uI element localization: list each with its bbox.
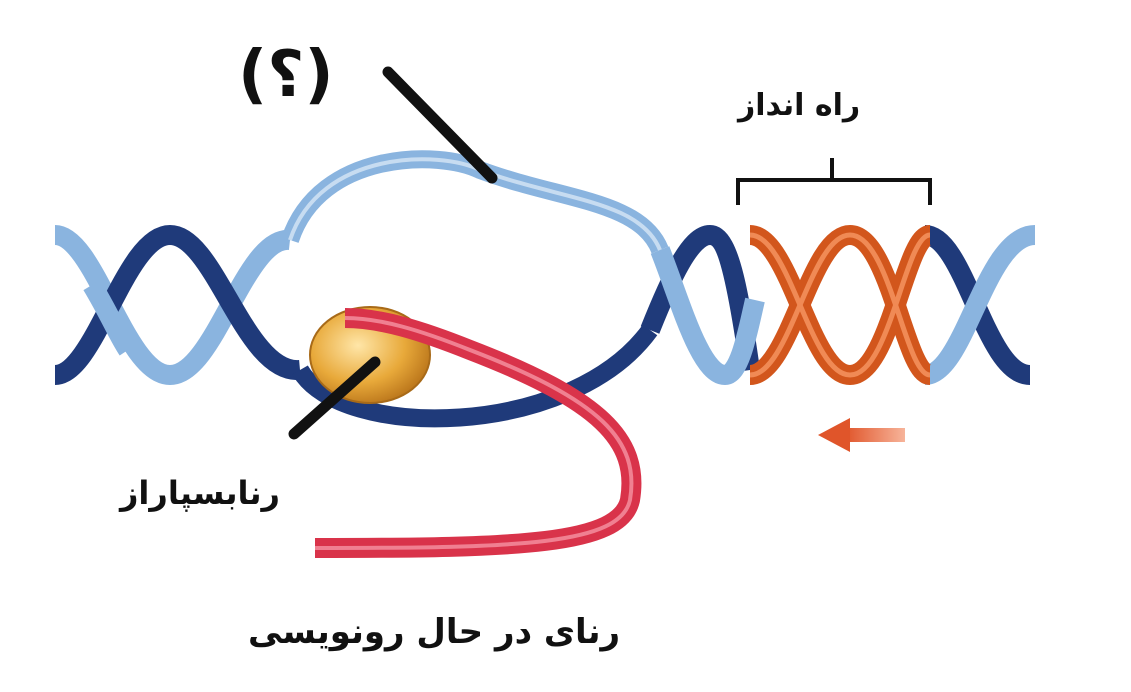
dna-right-light-strand-b	[922, 225, 1037, 385]
unknown-pointer-line	[382, 66, 498, 184]
dna-left-light-strand	[53, 225, 292, 386]
dna-left-dark-strand	[53, 224, 301, 385]
unknown-label: (؟)	[238, 38, 334, 112]
rna-polymerase-label: رنابسپاراز	[120, 474, 280, 512]
promoter-label: راه انداز	[738, 88, 861, 123]
dna-left-segment	[53, 224, 301, 386]
promoter-region	[747, 224, 934, 386]
promoter-bracket	[736, 158, 932, 205]
bubble-bottom-dark-strand	[292, 324, 658, 428]
dna-right-segment	[640, 224, 1037, 386]
polymerase-pointer-line	[288, 356, 381, 440]
dna-right-light-strand-a	[650, 246, 765, 386]
transcribing-rna-label: رنای در حال رونویسی	[248, 612, 621, 652]
arrow-left-icon	[818, 418, 905, 452]
dna-left-light-strand-front	[83, 279, 137, 356]
